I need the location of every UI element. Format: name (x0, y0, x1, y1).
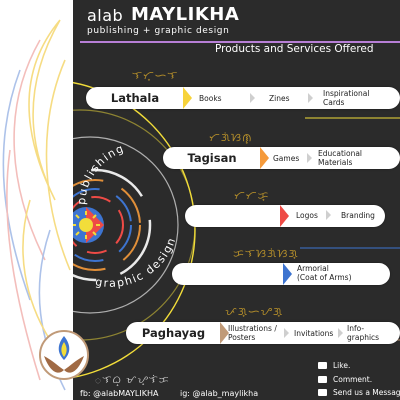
service-script: ᜆᜄᜒᜐᜈ᜔ (209, 131, 253, 144)
chevron-icon (260, 147, 269, 169)
separator-icon (338, 328, 343, 338)
like-icon (318, 362, 327, 369)
service-label-paghayag: Paghayag (141, 326, 206, 340)
instagram-handle[interactable]: ig: @alab_maylikha (180, 389, 259, 398)
sun-emblem (73, 207, 104, 243)
service-item: Logos (296, 211, 318, 220)
service-script: ᜎᜆ᜔ᜑᜎ (132, 69, 179, 82)
service-label-lathala: Lathala (110, 91, 160, 105)
comment-label: Comment. (333, 375, 373, 384)
separator-icon (308, 93, 313, 103)
brand-name: MAYLIKHA (131, 4, 240, 25)
service-item: Info-graphics (347, 324, 380, 342)
service-item: Armorial(Coat of Arms) (297, 264, 352, 282)
logo-badge (39, 330, 89, 380)
like-label: Like. (333, 361, 351, 370)
service-row-lathala (86, 87, 400, 109)
separator-icon (284, 328, 289, 338)
flame-sketch (2, 19, 71, 391)
separator-icon (307, 153, 312, 163)
footer-script: ᜀᜎᜊ᜔ ᜋᜌ᜔ᜎᜒᜃ (95, 375, 170, 386)
service-row-paghayag (126, 322, 400, 344)
separator-icon (326, 210, 331, 220)
chevron-icon (220, 322, 229, 344)
chevron-icon (183, 87, 192, 109)
service-label-tatak: Tatak (215, 209, 251, 223)
service-script: ᜉᜄ᜔ᜑᜌᜄ᜔ (225, 305, 284, 318)
page-title: Products and Services Offered (215, 43, 374, 55)
service-item: Games (273, 154, 300, 163)
facebook-handle[interactable]: fb: @alabMAYLIKHA (80, 389, 159, 398)
service-item: Invitations (294, 329, 334, 338)
service-label-tagisan: Tagisan (187, 151, 237, 165)
service-script: ᜃᜎᜐᜄᜒᜐᜄ᜔ (233, 247, 299, 260)
service-row-tagisan (163, 147, 400, 169)
service-row-kalasagisag (172, 263, 390, 285)
service-item: Zines (269, 94, 290, 103)
separator-icon (250, 93, 255, 103)
brand-tagline: publishing + graphic design (87, 26, 230, 36)
header-divider (80, 41, 400, 43)
chevron-icon (283, 263, 292, 285)
chevron-icon (280, 205, 289, 227)
service-label-kalasagisag: Kalasagisag (189, 267, 267, 281)
service-item: Illustrations /Posters (228, 324, 277, 342)
service-item: Branding (341, 211, 375, 220)
service-item: Books (199, 94, 222, 103)
brand-prefix: alab (87, 6, 124, 25)
message-label: Send us a Message (333, 388, 400, 397)
message-icon (318, 389, 327, 396)
comment-icon (318, 376, 327, 383)
service-script: ᜆᜆᜃ᜔ (234, 189, 270, 202)
